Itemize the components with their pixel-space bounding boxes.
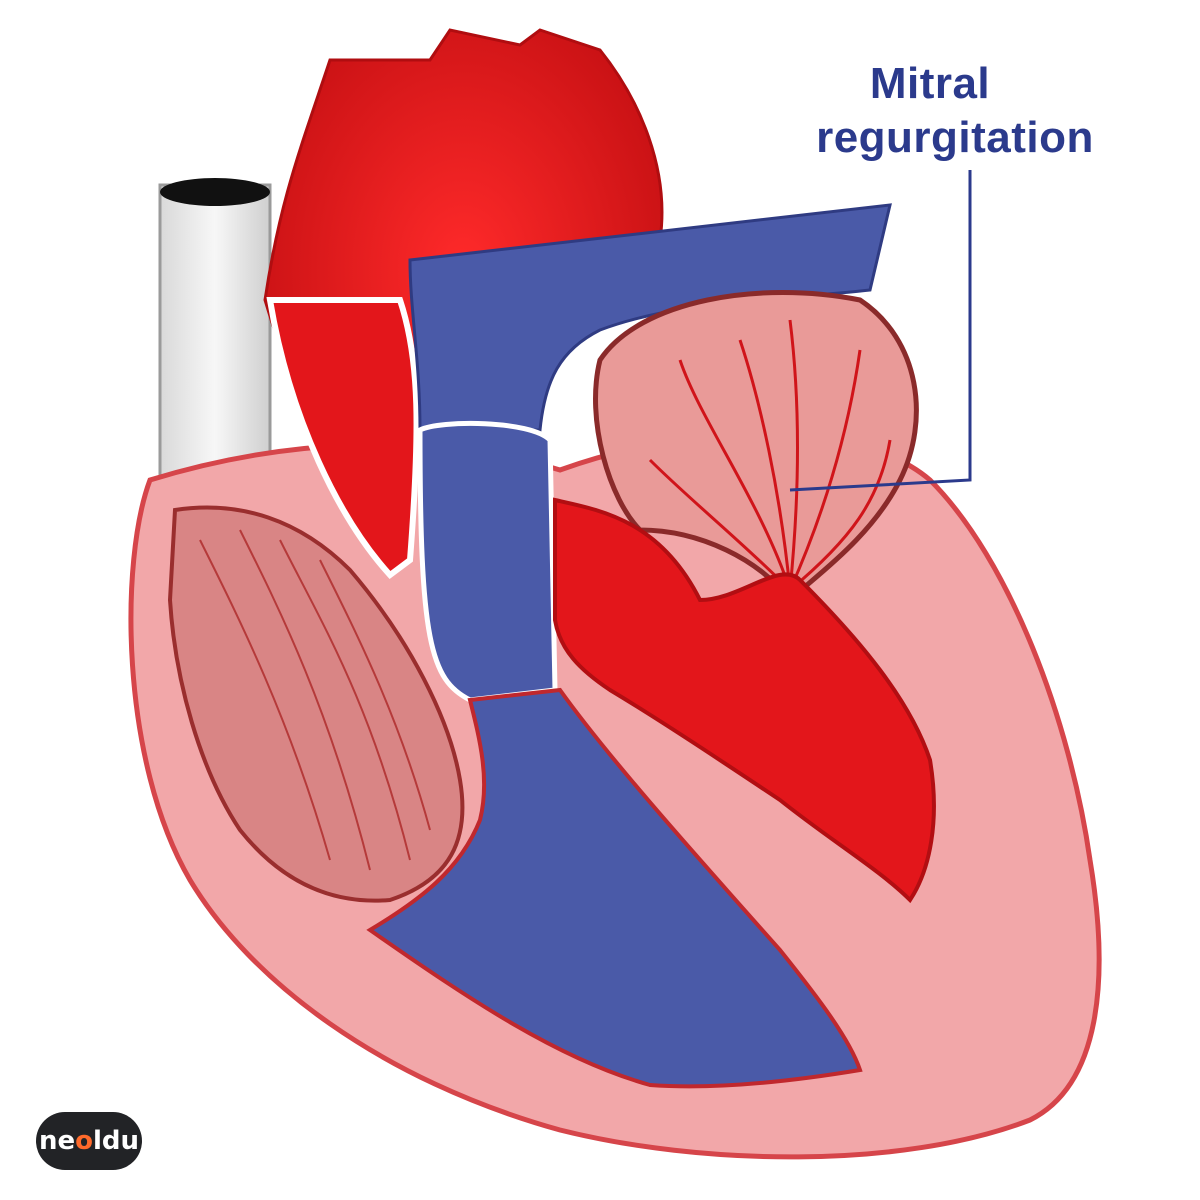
mitral-label: Mitral [869, 59, 991, 108]
right-ventricle [366, 687, 863, 1089]
left-atrium [593, 290, 919, 604]
papillary-muscle [167, 505, 465, 903]
right-atrium [417, 420, 558, 703]
logo-text: neoldu [38, 1126, 140, 1156]
left-ventricle [553, 497, 936, 904]
regurgitation-label: regurgitation [816, 113, 1094, 162]
muscle-fibers [199, 529, 431, 871]
vena-cava [158, 178, 272, 487]
annotation-leader-line [789, 170, 972, 492]
neoldu-logo: neoldu [36, 1112, 142, 1170]
aortic-trunk [266, 297, 420, 580]
